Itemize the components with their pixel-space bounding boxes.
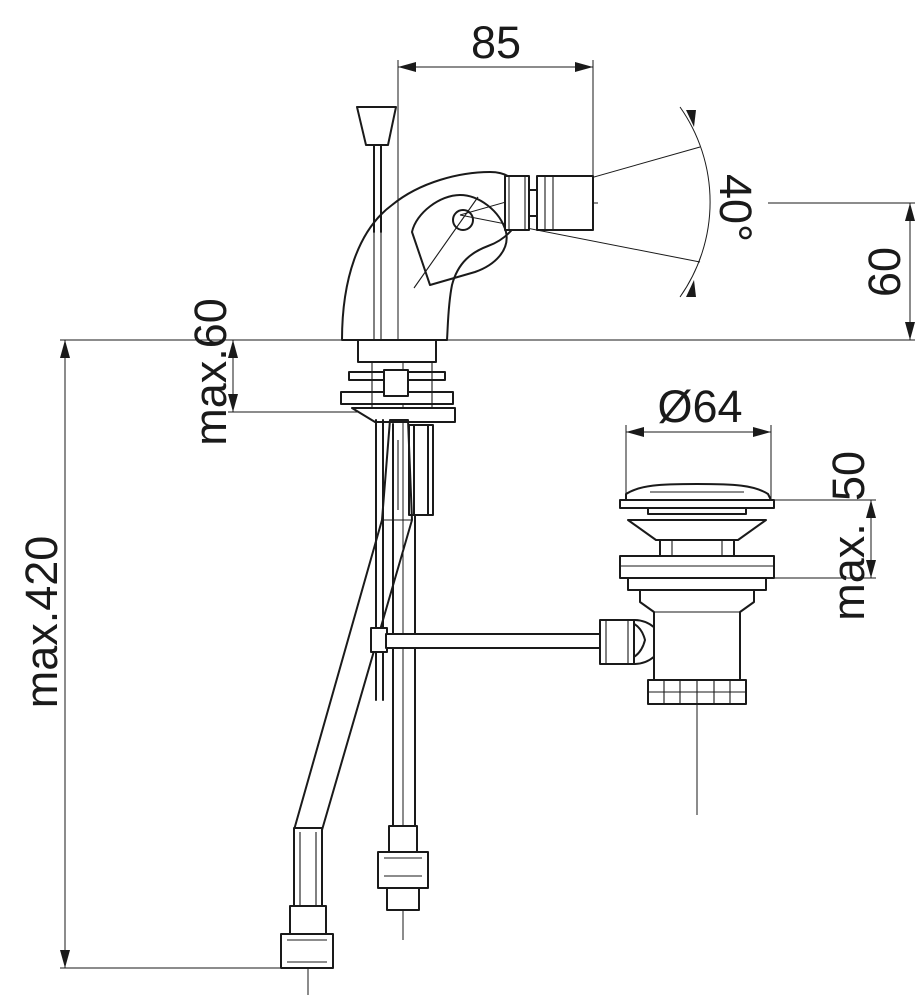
popup-linkage (370, 619, 663, 665)
waste-max-label: max. (823, 523, 874, 621)
waste-height-label: 50 (823, 451, 874, 501)
faucet-body (341, 106, 594, 341)
dimension-lines (60, 60, 915, 995)
dimension-labels: 85 40° 60 max.60 max.420 Ø64 50 max. (16, 17, 910, 708)
waste-diameter-label: Ø64 (657, 381, 742, 432)
deck-fixing (340, 339, 456, 701)
spray-angle-label: 40° (710, 174, 761, 242)
deck-thickness-label: max.60 (185, 298, 236, 446)
spout-reach-label: 85 (471, 17, 521, 68)
total-length-label: max.420 (16, 536, 67, 709)
flexible-hoses (280, 419, 434, 969)
spout-height-label: 60 (859, 247, 910, 297)
waste-drain (619, 483, 775, 705)
